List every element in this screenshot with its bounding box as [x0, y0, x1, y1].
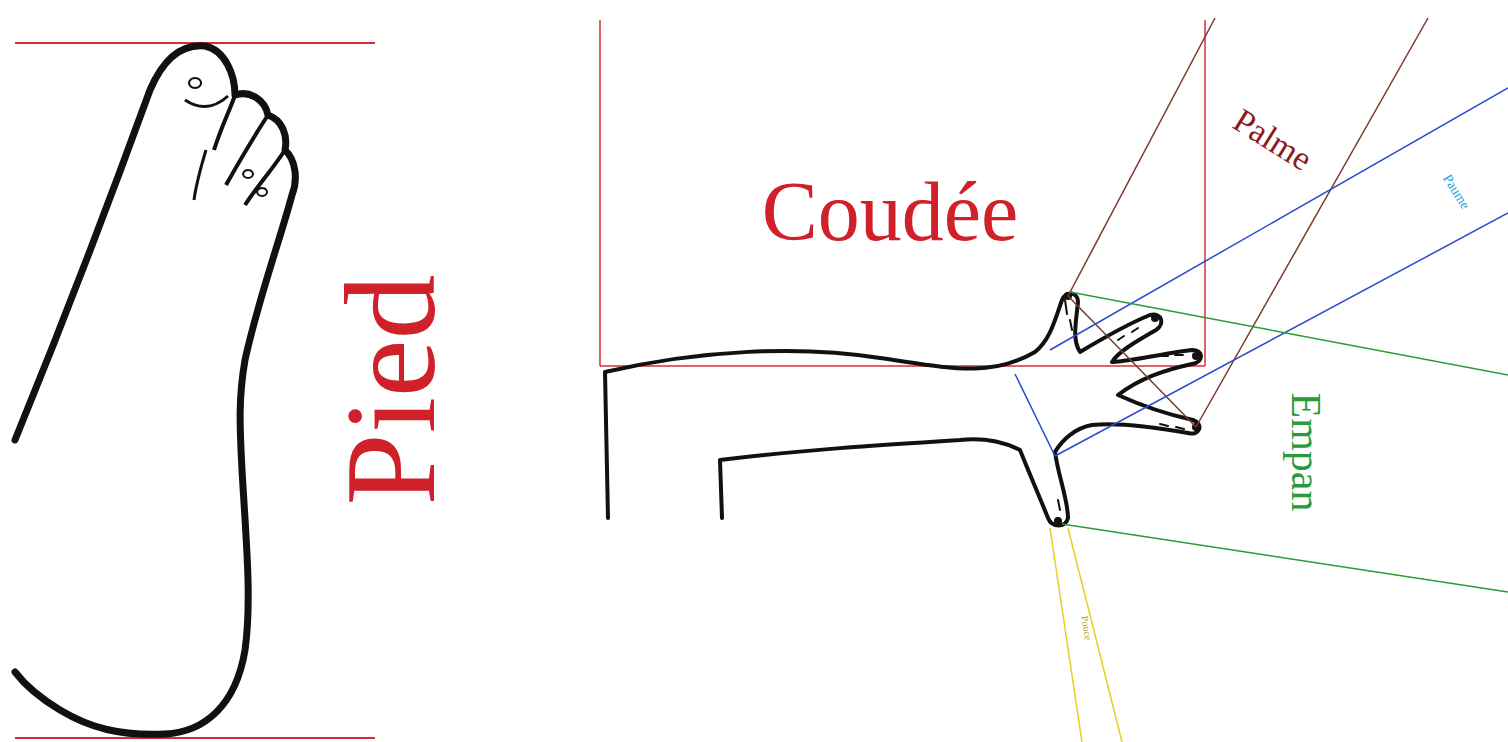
- empan-lines: [1062, 292, 1508, 592]
- foot-label: Pied: [325, 274, 455, 505]
- pouce-lines: [1050, 528, 1122, 742]
- palme-lines: [1068, 18, 1428, 427]
- foot-measure: [15, 43, 375, 738]
- paume-lines: [1015, 88, 1508, 456]
- palm-label: Palme: [1227, 103, 1317, 177]
- span-label: Empan: [1285, 393, 1327, 512]
- foot-outline: [15, 46, 295, 735]
- cubit-label: Coudée: [762, 170, 1019, 254]
- paume-label: Paume: [1440, 172, 1472, 212]
- arm-hand: [605, 292, 1201, 526]
